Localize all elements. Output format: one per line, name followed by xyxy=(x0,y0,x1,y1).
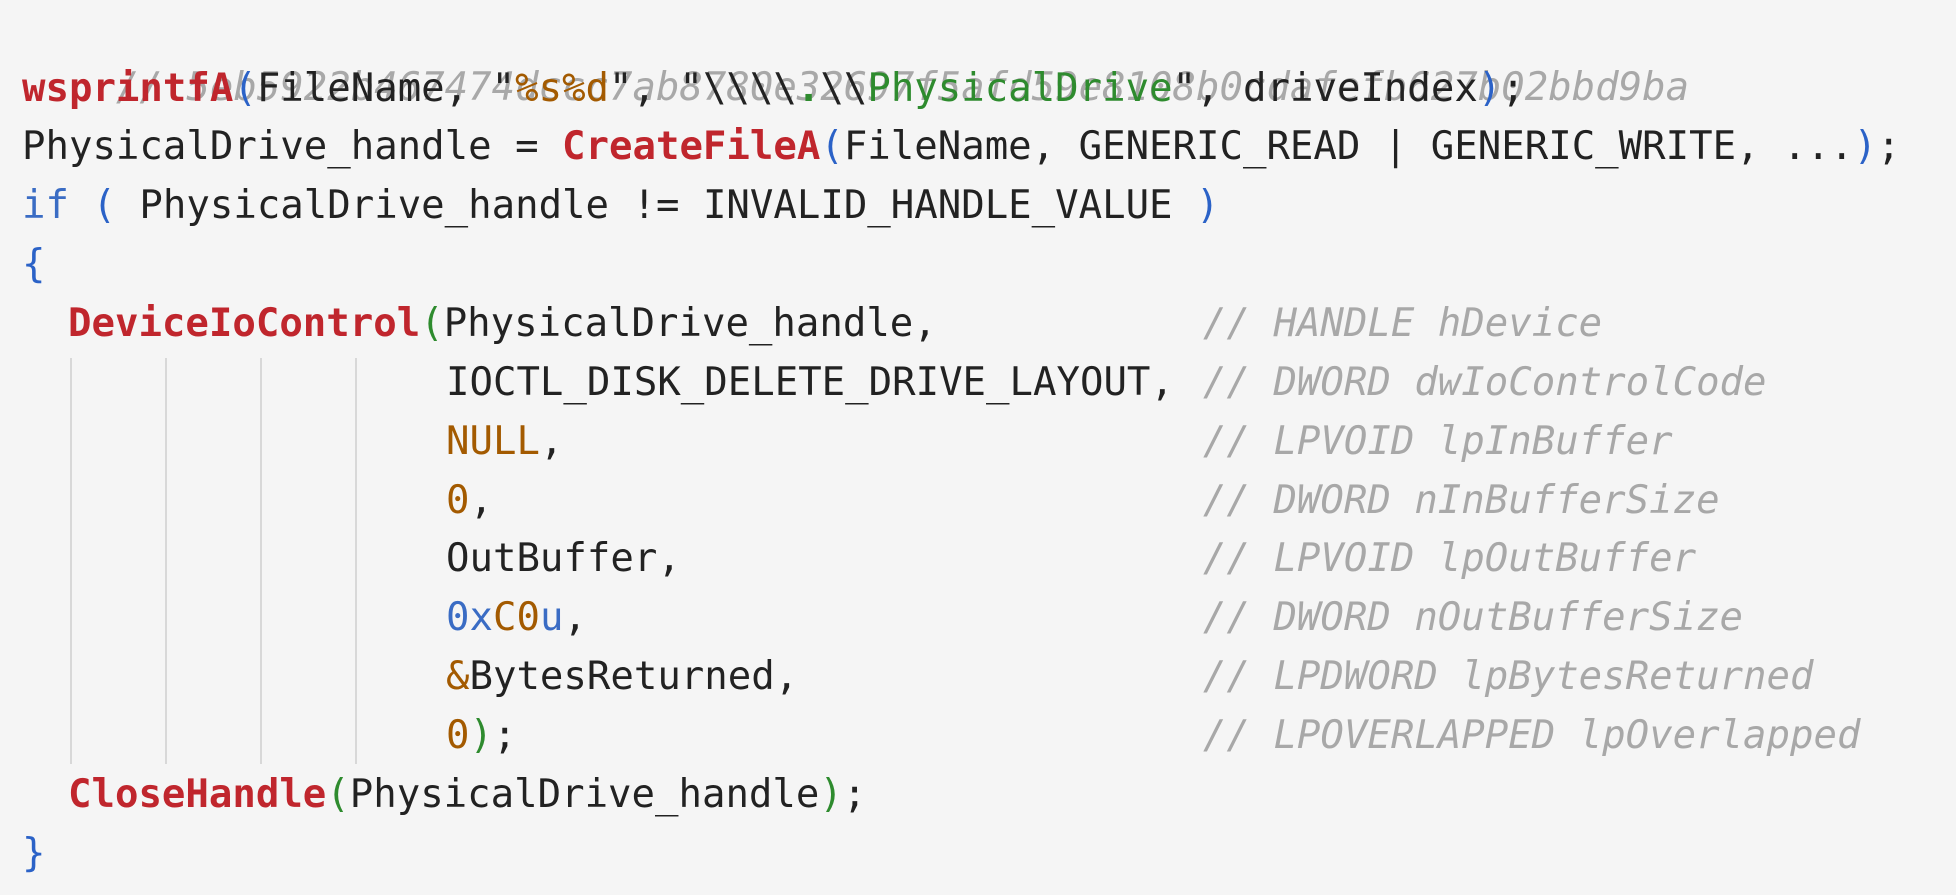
argument: FileName, xyxy=(256,66,492,111)
comma: , xyxy=(539,419,564,464)
argument-line: &BytesReturned, xyxy=(446,648,798,707)
code-line: PhysicalDrive_handle = CreateFileA(FileN… xyxy=(22,118,1900,177)
param-comment: // LPDWORD lpBytesReturned xyxy=(1203,654,1814,699)
escape-backslash: \\ xyxy=(820,66,868,111)
argument-line: 0xC0u, xyxy=(446,589,587,648)
string-dot: . xyxy=(796,66,821,111)
hex-suffix: u xyxy=(539,595,564,640)
argument-line: 0, xyxy=(446,472,493,531)
condition: PhysicalDrive_handle != INVALID_HANDLE_V… xyxy=(139,183,1173,228)
argument-line: OutBuffer, xyxy=(446,530,681,589)
code-line: if ( PhysicalDrive_handle != INVALID_HAN… xyxy=(22,177,1220,236)
argument-line: 0); xyxy=(446,707,516,766)
hex-digits: C0 xyxy=(492,595,540,640)
function-name: CloseHandle xyxy=(68,772,327,817)
argument: PhysicalDrive_handle, xyxy=(443,301,937,346)
open-paren: ( xyxy=(68,183,140,228)
param-comment: // HANDLE hDevice xyxy=(1203,301,1603,346)
quote: ", " xyxy=(609,66,703,111)
function-name: CreateFileA xyxy=(562,124,821,169)
close-paren: ) xyxy=(1477,66,1502,111)
indent-guide xyxy=(70,358,72,764)
hex-prefix: 0x xyxy=(446,595,493,640)
param-comment: // LPVOID lpOutBuffer xyxy=(1203,536,1697,581)
argument: NULL xyxy=(446,419,540,464)
close-paren: ) xyxy=(1172,183,1220,228)
comma: , xyxy=(563,595,587,640)
comma: , xyxy=(469,478,493,523)
code-line: DeviceIoControl(PhysicalDrive_handle, xyxy=(68,295,937,354)
argument: ", driveIndex xyxy=(1172,66,1478,111)
code-line: wsprintfA(FileName, "%s%d", "\\\\.\\Phys… xyxy=(22,60,1525,119)
indent-guide xyxy=(165,358,167,764)
keyword-if: if xyxy=(22,183,69,228)
indent-guide xyxy=(355,358,357,764)
code-line: // 5eb5922b467474dccc7ab8780e32697f5afd5… xyxy=(22,0,1689,110)
close-paren: ) xyxy=(469,713,493,758)
argument: FileName, GENERIC_READ | GENERIC_WRITE, … xyxy=(843,124,1854,169)
open-paren: ( xyxy=(233,66,257,111)
format-spec: %s%d xyxy=(515,66,610,111)
argument-line: NULL, xyxy=(446,413,563,472)
param-comment: // DWORD nOutBufferSize xyxy=(1203,595,1744,640)
escape-backslash: \\ xyxy=(749,66,797,111)
argument: IOCTL_DISK_DELETE_DRIVE_LAYOUT, xyxy=(446,360,1174,405)
code-line: } xyxy=(22,825,45,884)
param-comment: // DWORD nInBufferSize xyxy=(1203,478,1720,523)
string-literal: PhysicalDrive xyxy=(867,66,1173,111)
quote: " xyxy=(491,66,516,111)
function-name: DeviceIoControl xyxy=(68,301,421,346)
open-paren: ( xyxy=(326,772,350,817)
param-comment: // LPOVERLAPPED lpOverlapped xyxy=(1203,713,1861,758)
close-paren: ) xyxy=(819,772,843,817)
code-line: CloseHandle(PhysicalDrive_handle); xyxy=(68,766,866,825)
argument: BytesReturned, xyxy=(469,654,799,699)
argument: 0 xyxy=(446,478,470,523)
ampersand: & xyxy=(446,654,470,699)
argument: OutBuffer, xyxy=(446,536,681,581)
hash-comment: // 5eb5922b467474dccc7ab8780e32697f5afd5… xyxy=(115,64,1690,110)
open-paren: ( xyxy=(420,301,444,346)
semicolon: ; xyxy=(842,772,867,817)
semicolon: ; xyxy=(1876,124,1901,169)
open-brace: { xyxy=(22,242,46,287)
param-comment: // DWORD dwIoControlCode xyxy=(1203,360,1767,405)
argument: 0 xyxy=(446,713,470,758)
code-line: { xyxy=(22,236,45,295)
argument: PhysicalDrive_handle xyxy=(349,772,820,817)
param-comment: // LPVOID lpInBuffer xyxy=(1203,419,1673,464)
indent-guide xyxy=(260,358,262,764)
close-paren: ) xyxy=(1853,124,1877,169)
assignment: PhysicalDrive_handle = xyxy=(22,124,563,169)
escape-backslash: \\ xyxy=(702,66,750,111)
close-brace: } xyxy=(22,831,46,876)
function-name: wsprintfA xyxy=(22,66,234,111)
argument-line: IOCTL_DISK_DELETE_DRIVE_LAYOUT, xyxy=(446,354,1174,413)
semicolon: ; xyxy=(492,713,517,758)
open-paren: ( xyxy=(820,124,844,169)
semicolon: ; xyxy=(1501,66,1525,111)
